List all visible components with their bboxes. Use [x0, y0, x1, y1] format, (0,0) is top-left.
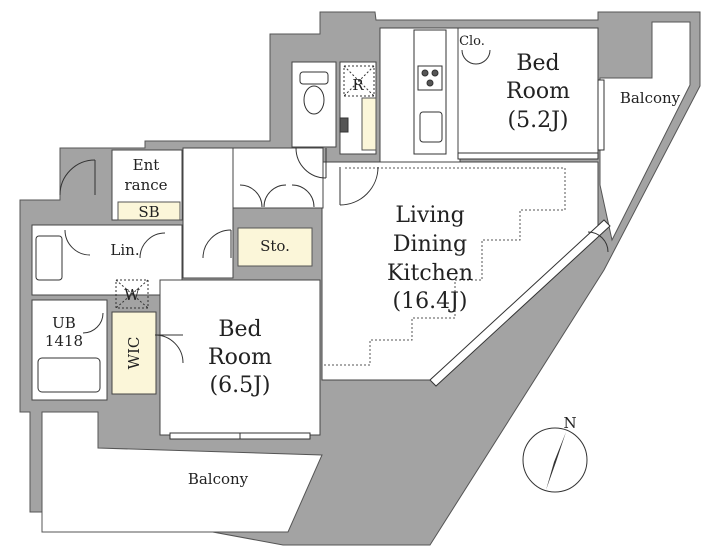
ldk-label-4: (16.4J) — [393, 289, 468, 314]
storage-room — [237, 227, 313, 267]
washbasin — [35, 235, 63, 281]
unit-bath-label-1: UB — [52, 314, 76, 332]
bed-room-1-label-1: Bed — [516, 51, 559, 76]
fixtures — [35, 29, 447, 393]
wic-space — [111, 311, 157, 395]
north-compass — [522, 427, 588, 493]
toilet-fixture — [299, 71, 329, 85]
bathtub — [37, 357, 101, 393]
shoe-box-label: SB — [138, 203, 159, 221]
hallway-lower — [182, 147, 234, 279]
shoe-box — [117, 201, 181, 221]
linen-label: Lin. — [110, 241, 139, 259]
washer-box — [115, 279, 149, 309]
storage-label: Sto. — [260, 237, 290, 255]
north-label: N — [563, 414, 576, 432]
kitchen-counter — [413, 29, 447, 155]
fridge-box — [343, 65, 375, 97]
windows — [169, 79, 611, 440]
door-swings — [59, 49, 609, 364]
balcony-bottom-area — [41, 411, 323, 533]
closet-label: Clo. — [459, 34, 485, 49]
bed-room-1-label-3: (5.2J) — [508, 108, 569, 133]
cooktop — [417, 65, 443, 91]
ldk-label-3: Kitchen — [387, 261, 473, 286]
bed-room-2-label-1: Bed — [218, 317, 261, 342]
refrigerator-label: R — [352, 76, 364, 94]
balcony-bottom-label: Balcony — [188, 470, 249, 488]
compass-needle — [546, 432, 566, 490]
ldk-label-2: Dining — [393, 232, 467, 257]
fridge-storage — [361, 97, 377, 151]
bath-room — [31, 299, 108, 401]
unit-bath-label-2: 1418 — [45, 332, 83, 350]
kitchen-sink — [419, 111, 443, 143]
bed-room-2-label-3: (6.5J) — [210, 373, 271, 398]
toilet-sink — [339, 117, 349, 133]
entrance-label-1: Ent — [133, 156, 160, 174]
wic-label: WIC — [125, 337, 143, 370]
toilet-bowl — [303, 85, 325, 115]
rooms — [31, 27, 599, 436]
kitchen-area — [379, 27, 461, 163]
balcony-top-label: Balcony — [620, 89, 681, 107]
ldk-dotted-outline — [322, 167, 566, 366]
entrance-label-2: rance — [124, 176, 167, 194]
bed-room-2 — [159, 279, 321, 436]
bed-room-1-label-2: Room — [506, 79, 570, 104]
wash-room — [31, 224, 183, 296]
balcony-right-area — [599, 21, 691, 242]
labels: Bed Room (5.2J) Living Dining Kitchen (1… — [45, 34, 681, 488]
washer-label: W — [124, 286, 140, 304]
bed-room-1 — [457, 27, 599, 159]
ldk-label-1: Living — [395, 203, 464, 228]
toilet-room — [291, 61, 337, 148]
bed-room-2-label-2: Room — [208, 345, 272, 370]
storage-fills — [117, 97, 377, 267]
